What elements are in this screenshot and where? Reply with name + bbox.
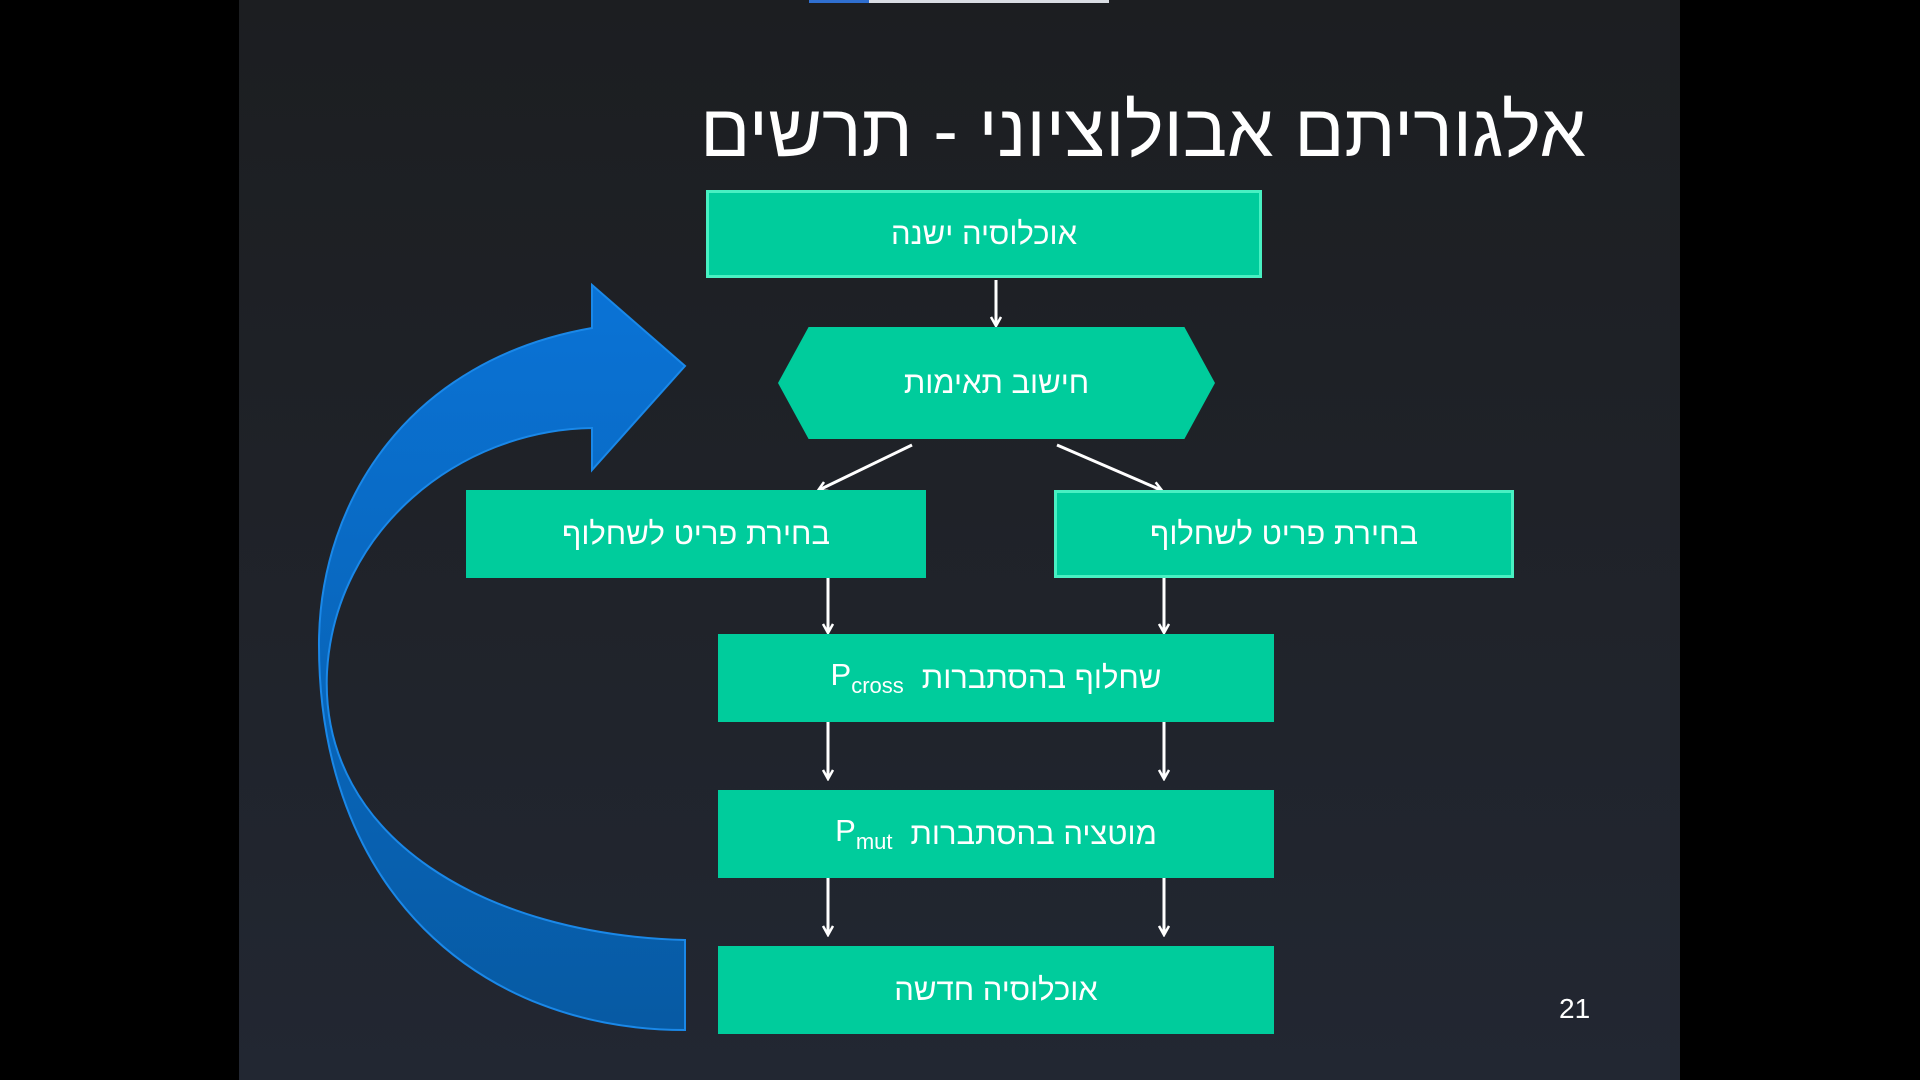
fitness-node: חישוב תאימות	[778, 327, 1215, 439]
crossover-label: שחלוף בהסתברות	[921, 660, 1162, 695]
slide: אלגוריתם אבולוציוני - תרשים	[239, 0, 1680, 1080]
mutation-label: מוטציה בהסתברות	[910, 816, 1157, 851]
page-number: 21	[1559, 993, 1591, 1024]
fitness-label: חישוב תאימות	[903, 365, 1090, 400]
old-population-node: אוכלוסיה ישנה	[706, 190, 1262, 278]
old-population-label: אוכלוסיה ישנה	[890, 216, 1078, 251]
select-left-label: בחירת פריט לשחלוף	[562, 516, 830, 551]
mutation-prob-sub: mut	[855, 829, 893, 854]
new-population-label: אוכלוסיה חדשה	[894, 972, 1098, 1007]
arrow-fitness-to-left	[819, 443, 913, 490]
new-population-node: אוכלוסיה חדשה	[718, 946, 1274, 1034]
select-right-label: בחירת פריט לשחלוף	[1150, 516, 1418, 551]
top-accent-segment	[809, 0, 869, 3]
arrow-fitness-to-right	[1056, 443, 1161, 490]
crossover-node: שחלוף בהסתברות Pcross	[718, 634, 1274, 722]
loop-arrow-body	[317, 282, 687, 1032]
select-right-node: בחירת פריט לשחלוף	[1054, 490, 1514, 578]
select-left-node: בחירת פריט לשחלוף	[466, 490, 926, 578]
mutation-probability: Pmut	[835, 813, 892, 855]
crossover-probability: Pcross	[831, 657, 904, 699]
crossover-prob-sub: cross	[851, 673, 904, 698]
mutation-prob-base: P	[835, 813, 856, 848]
slide-title: אלגוריתם אבולוציוני - תרשים	[700, 89, 1586, 172]
mutation-node: מוטציה בהסתברות Pmut	[718, 790, 1274, 878]
top-accent-bar	[809, 0, 1109, 3]
crossover-prob-base: P	[830, 657, 852, 692]
